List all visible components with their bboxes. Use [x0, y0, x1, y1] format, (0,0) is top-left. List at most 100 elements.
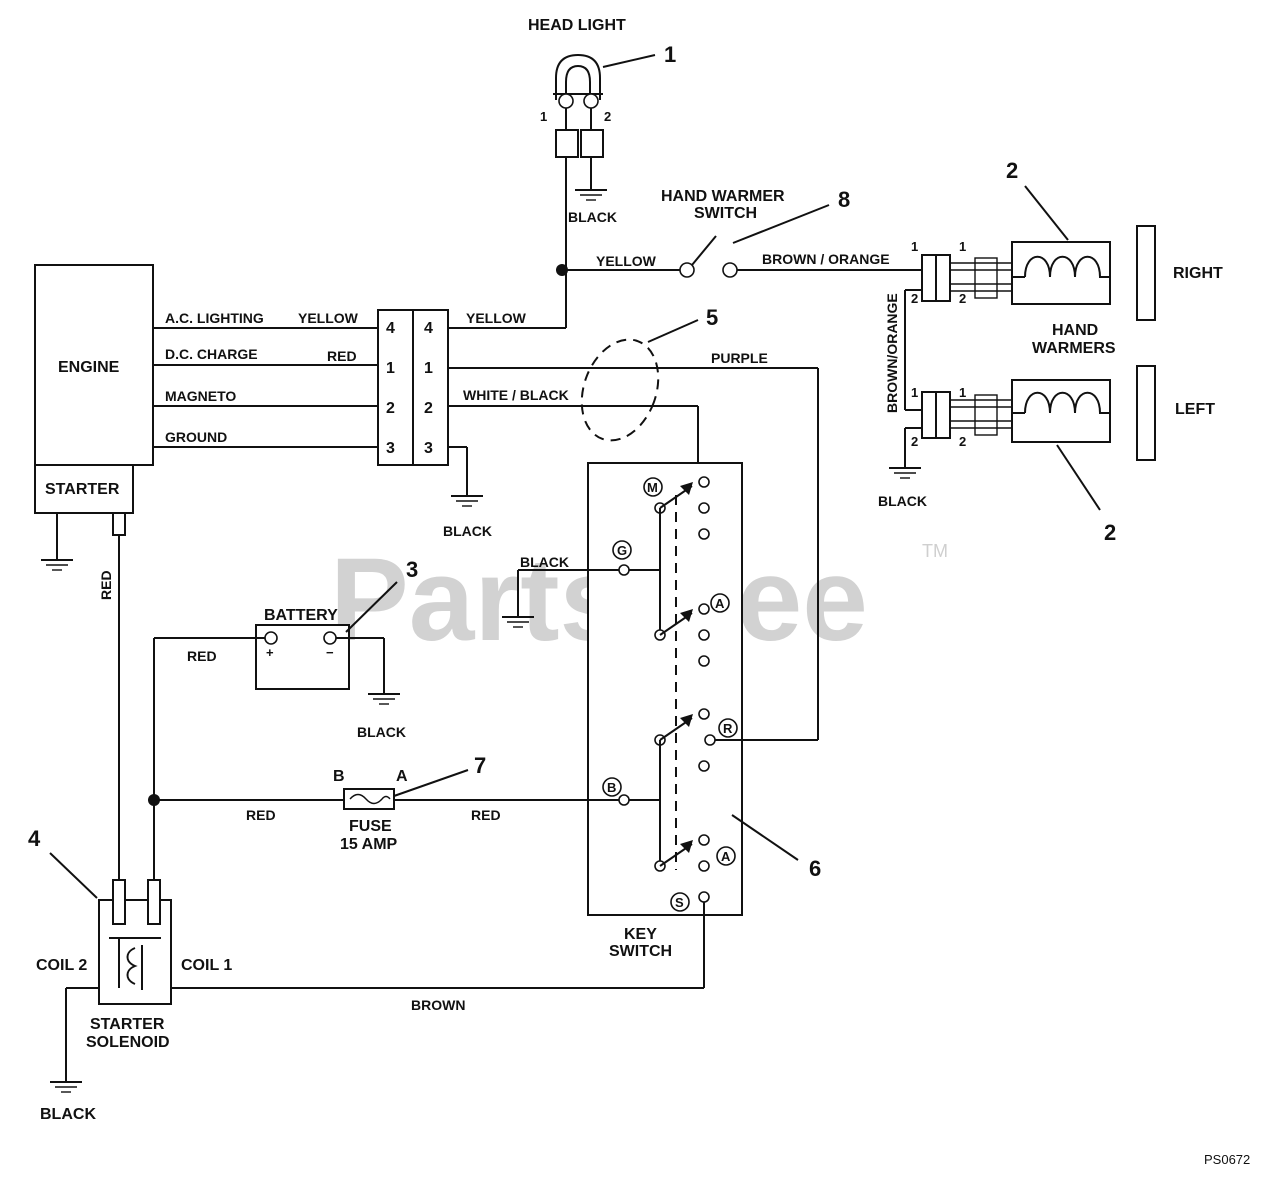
- connector: [377, 270, 819, 740]
- starter-solenoid-label-line2: SOLENOID: [86, 1034, 170, 1051]
- connector-pin-1-left: 1: [386, 360, 395, 377]
- wire-label-red-battery: RED: [187, 648, 217, 664]
- fuse-label-line1: FUSE: [349, 818, 392, 835]
- engine-label: ENGINE: [58, 359, 120, 376]
- battery-label: BATTERY: [264, 607, 338, 624]
- engine-lead-magneto: MAGNETO: [165, 388, 236, 404]
- leader-line-3: [345, 581, 398, 633]
- leader-line-2-lower: [1056, 444, 1101, 511]
- battery-minus: −: [326, 645, 334, 660]
- wire-label-red-fuse-a: RED: [471, 807, 501, 823]
- connector-pin-4-right: 4: [424, 320, 433, 337]
- key-switch-label-line1: KEY: [624, 926, 657, 943]
- connector-pin-4-left: 4: [386, 320, 395, 337]
- drawing-code: PS0672: [1204, 1152, 1250, 1167]
- callout-1: 1: [664, 42, 676, 67]
- connector-pin-2-right: 2: [424, 400, 433, 417]
- hand-warmer-switch-label-line2: SWITCH: [694, 205, 757, 222]
- key-ground-label: BLACK: [520, 554, 569, 570]
- engine-lead-dc-charge: D.C. CHARGE: [165, 346, 258, 362]
- leader-line-1: [602, 54, 656, 68]
- wire-label-brown-orange: BROWN / ORANGE: [762, 251, 890, 267]
- coil-1-label: COIL 1: [181, 957, 232, 974]
- battery: [153, 624, 400, 800]
- key-terminal-g: G: [617, 543, 627, 558]
- hand-warmer-switch: [562, 235, 922, 278]
- warmer-left-pin-1-out: 1: [959, 385, 966, 400]
- engine: [34, 264, 378, 571]
- leader-line-6: [731, 814, 799, 861]
- callout-3: 3: [406, 557, 418, 582]
- hand-warmer-right: [921, 225, 1156, 321]
- connector-pin-3-right: 3: [424, 440, 433, 457]
- callout-5-ellipse: [580, 338, 660, 442]
- leader-line-8: [732, 204, 830, 244]
- engine-lead-ac-lighting: A.C. LIGHTING: [165, 310, 264, 326]
- leader-line-4: [49, 852, 98, 899]
- coil-2-label: COIL 2: [36, 957, 87, 974]
- callout-2-lower: 2: [1104, 520, 1116, 545]
- connector-pin-2-left: 2: [386, 400, 395, 417]
- solenoid-ground-label: BLACK: [40, 1106, 96, 1123]
- wire-label-brown-orange-vertical: BROWN/ORANGE: [884, 293, 900, 413]
- watermark-trademark: TM: [922, 541, 948, 561]
- callout-7: 7: [474, 753, 486, 778]
- wire-label-red-fuse-b: RED: [246, 807, 276, 823]
- warmer-left-pin-2-in: 2: [911, 434, 918, 449]
- wire-label-yellow-switch: YELLOW: [596, 253, 657, 269]
- hand-warmer-left: [921, 365, 1156, 461]
- warmer-right-pin-1-in: 1: [911, 239, 918, 254]
- head-light: [553, 53, 607, 272]
- callout-5: 5: [706, 305, 718, 330]
- callout-4: 4: [28, 826, 41, 851]
- leader-line-2-upper: [1024, 185, 1069, 241]
- key-terminal-a-upper: A: [715, 596, 725, 611]
- wire-label-purple: PURPLE: [711, 350, 768, 366]
- engine-lead-ground: GROUND: [165, 429, 227, 445]
- left-label: LEFT: [1175, 401, 1215, 418]
- key-switch-label-line2: SWITCH: [609, 943, 672, 960]
- warmer-left-pin-2-out: 2: [959, 434, 966, 449]
- wire-label-red-engine: RED: [327, 348, 357, 364]
- wire-label-brown: BROWN: [411, 997, 465, 1013]
- warmer-right-pin-2-out: 2: [959, 291, 966, 306]
- battery-ground-label: BLACK: [357, 724, 406, 740]
- hand-warmer-switch-label-line1: HAND WARMER: [661, 188, 785, 205]
- fuse-label-line2: 15 AMP: [340, 836, 398, 853]
- wire-label-white-black: WHITE / BLACK: [463, 387, 569, 403]
- key-terminal-r: R: [723, 721, 733, 736]
- key-terminal-b: B: [607, 780, 616, 795]
- wire-label-yellow-connector: YELLOW: [466, 310, 527, 326]
- head-light-ground-label: BLACK: [568, 209, 617, 225]
- head-light-pin-1: 1: [540, 109, 547, 124]
- connector-pin-3-left: 3: [386, 440, 395, 457]
- starter-label: STARTER: [45, 481, 120, 498]
- warmer-ground-label: BLACK: [878, 493, 927, 509]
- callout-6: 6: [809, 856, 821, 881]
- warmer-right-pin-2-in: 2: [911, 291, 918, 306]
- hand-warmers-label-line1: HAND: [1052, 322, 1098, 339]
- fuse-term-b: B: [333, 768, 345, 785]
- leader-line-5: [647, 319, 699, 343]
- head-light-label: HEAD LIGHT: [528, 17, 626, 34]
- head-light-pin-2: 2: [604, 109, 611, 124]
- callout-2-upper: 2: [1006, 158, 1018, 183]
- key-switch: [502, 462, 818, 988]
- leader-line-7: [393, 769, 469, 797]
- key-terminal-a-lower: A: [721, 849, 731, 864]
- right-label: RIGHT: [1173, 265, 1223, 282]
- starter-solenoid: [50, 535, 704, 1093]
- battery-plus: +: [266, 645, 274, 660]
- hand-warmers-label-line2: WARMERS: [1032, 340, 1116, 357]
- fuse-term-a: A: [396, 768, 408, 785]
- callout-8: 8: [838, 187, 850, 212]
- connector-ground-label: BLACK: [443, 523, 492, 539]
- warmer-left-pin-1-in: 1: [911, 385, 918, 400]
- key-terminal-m: M: [647, 480, 658, 495]
- connector-pin-1-right: 1: [424, 360, 433, 377]
- fuse: [154, 788, 619, 810]
- warmer-right-pin-1-out: 1: [959, 239, 966, 254]
- starter-solenoid-label-line1: STARTER: [90, 1016, 165, 1033]
- wire-label-red-starter: RED: [98, 570, 114, 600]
